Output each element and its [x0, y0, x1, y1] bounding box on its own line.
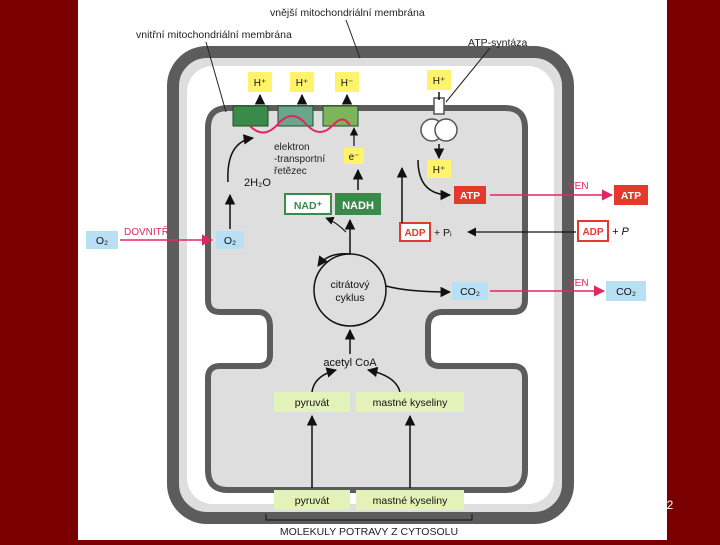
atp-synthase-pointer: [445, 47, 491, 103]
svg-text:H⁺: H⁺: [433, 165, 446, 176]
pyruvate-outer-label: pyruvát: [295, 495, 330, 507]
etc-label-line3: řetězec: [274, 166, 307, 177]
svg-text:H⁺: H⁺: [296, 78, 309, 89]
electron-box: [344, 148, 364, 164]
co2-inner-box: [452, 282, 488, 300]
atp-outer-label: ATP: [621, 190, 641, 202]
nad-label: NAD⁺: [294, 200, 323, 212]
nadh-to-nad-arrow: [325, 216, 347, 233]
proton-box-1: H⁺: [248, 72, 272, 92]
citric-cycle-label-line2: cyklus: [335, 292, 364, 304]
etc-label-line2: -transportní: [274, 154, 325, 165]
adp-inner-label: ADP: [404, 228, 425, 239]
cycle-to-co2-arrow: [385, 285, 452, 298]
nad-box: [284, 193, 332, 215]
electron-label: e⁻: [349, 152, 360, 163]
adp-outer-box: [577, 220, 609, 242]
page-number: 32: [660, 498, 674, 512]
water-arrow: [227, 134, 255, 183]
pyruvate-inner-label: pyruvát: [295, 397, 330, 409]
svg-text:H⁺: H⁺: [433, 76, 446, 87]
water-label: 2H₂O: [244, 177, 271, 189]
atp-inner-label: ATP: [460, 190, 480, 202]
fatty-acids-to-acetyl-arrow: [366, 366, 401, 393]
outer-membrane-label: vnější mitochondriální membrána: [270, 7, 425, 19]
nadh-box: [335, 193, 381, 215]
pyruvate-inner-box: [274, 392, 350, 412]
inner-membrane-label: vnitřní mitochondriální membrána: [136, 29, 292, 41]
svg-text:H⁻: H⁻: [341, 78, 354, 89]
fatty-acids-outer-label: mastné kyseliny: [373, 495, 448, 507]
citric-cycle-label-line1: citrátový: [330, 279, 370, 291]
atp-out-label: VEN: [568, 181, 589, 192]
diagram-panel: vnější mitochondriální membrána vnitřní …: [78, 0, 667, 540]
p-outer-label: + P: [612, 226, 629, 238]
fatty-acids-inner-label: mastné kyseliny: [373, 397, 448, 409]
pyruvate-to-acetyl-arrow: [311, 367, 338, 393]
o2-inner-box: [216, 231, 244, 249]
atp-synthase: [420, 92, 458, 160]
proton-box-3: H⁻: [335, 72, 359, 92]
mitochondria-diagram: vnější mitochondriální membrána vnitřní …: [86, 7, 648, 538]
co2-outer-box: [606, 281, 646, 301]
atp-inner-box: [454, 186, 486, 204]
etc-label-line1: elektron: [274, 142, 310, 153]
svg-text:H⁺: H⁺: [254, 78, 267, 89]
fatty-acids-inner-box: [356, 392, 464, 412]
citric-cycle-arrow: [317, 253, 351, 267]
o2-outer-label: O₂: [96, 235, 108, 247]
pyruvate-outer-box: [274, 490, 350, 510]
inward-label: DOVNITŘ: [124, 225, 169, 238]
acetyl-coa-label: acetyl CoA: [323, 357, 377, 369]
o2-inner-label: O₂: [224, 235, 236, 247]
co2-out-label: VEN: [568, 278, 589, 289]
electron-transport-complexes: [232, 105, 359, 134]
adp-inner-box: [399, 222, 431, 242]
outer-membrane-pointer: [345, 19, 361, 59]
nadh-label: NADH: [342, 200, 374, 212]
pi-inner-label: + Pᵢ: [434, 227, 452, 239]
adp-outer-label: ADP: [582, 227, 603, 238]
proton-box-atp-synthase: H⁺: [427, 70, 451, 90]
electron-path: [249, 115, 351, 134]
o2-outer-box: [86, 231, 118, 249]
fatty-acids-outer-box: [356, 490, 464, 510]
synthase-to-atp-arrow: [417, 159, 452, 201]
inner-membrane-pointer: [205, 41, 227, 113]
food-molecules-caption: MOLEKULY POTRAVY Z CYTOSOLU: [280, 526, 458, 538]
proton-box-matrix: H⁺: [427, 160, 451, 178]
atp-outer-box: [614, 185, 648, 205]
food-bracket: [265, 514, 473, 521]
atp-synthase-label: ATP-syntáza: [468, 37, 527, 49]
proton-box-2: H⁺: [290, 72, 314, 92]
co2-outer-label: CO₂: [616, 286, 636, 298]
co2-inner-label: CO₂: [460, 286, 480, 298]
